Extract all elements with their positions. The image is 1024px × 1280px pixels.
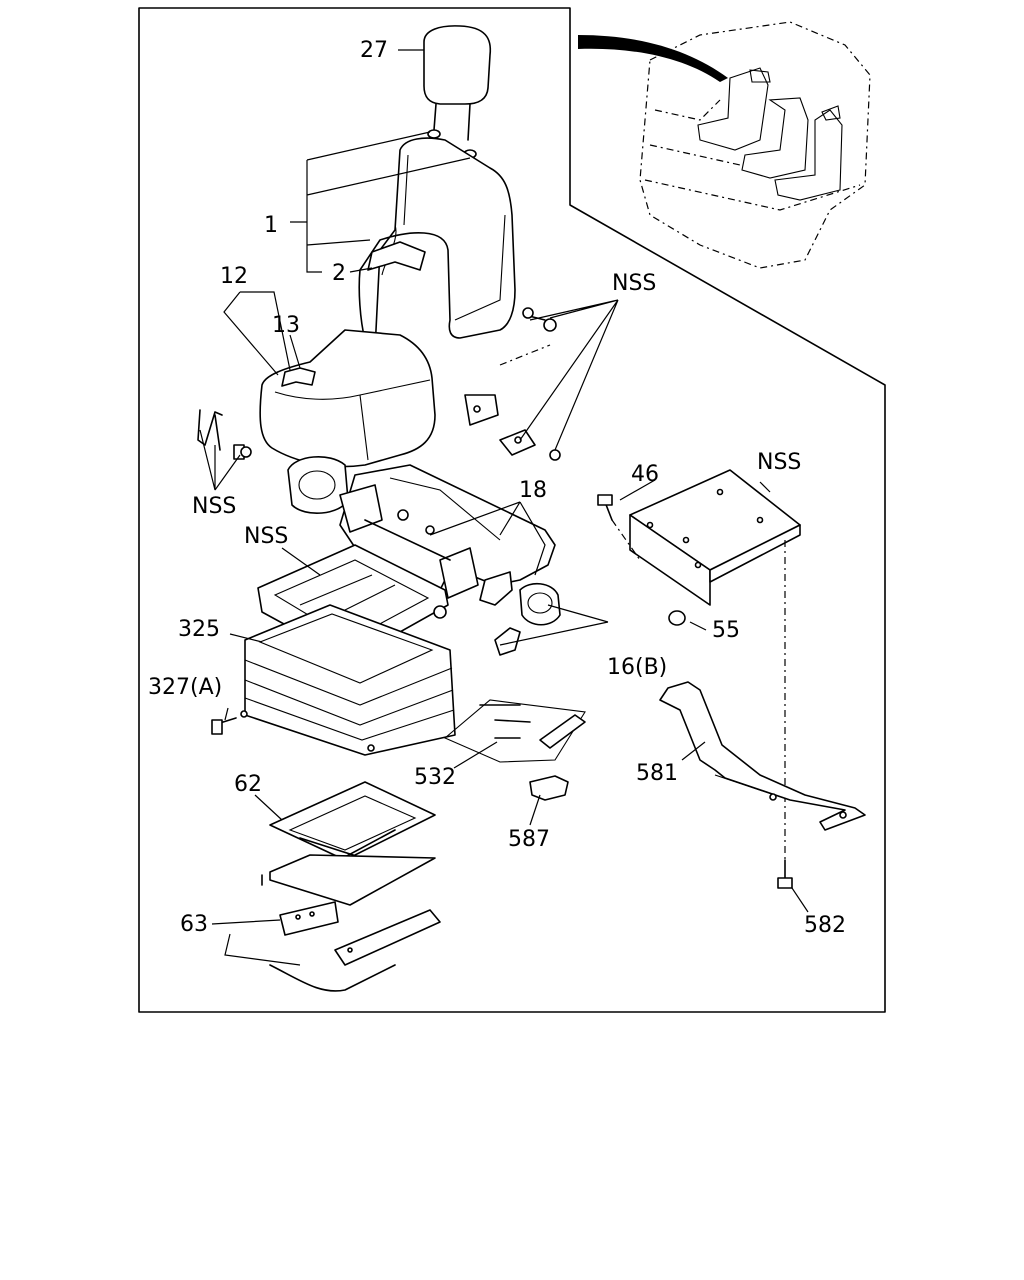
- callout-582: 582: [804, 913, 846, 938]
- callout-581: 581: [636, 761, 678, 786]
- callout-1: 1: [264, 213, 278, 238]
- support-bar: [659, 681, 866, 831]
- adjust-knob: [494, 582, 561, 656]
- callout-46: 46: [631, 462, 659, 487]
- callout-55: 55: [712, 618, 740, 643]
- callout-325: 325: [178, 617, 220, 642]
- suspension-bellows: [240, 604, 456, 756]
- callout-2: 2: [332, 261, 346, 286]
- mounting-bracket: [597, 469, 801, 860]
- scissor-lift: [261, 781, 436, 906]
- callout-18: 18: [519, 478, 547, 503]
- callout-nss-bracket: NSS: [757, 450, 801, 475]
- callouts: 27 1 2 12 13 NSS NSS NSS NSS 18 46 55 32…: [148, 38, 846, 938]
- leader-lines: [199, 49, 809, 966]
- switch-587: [529, 775, 569, 801]
- bolt-582: [777, 859, 793, 889]
- cab-locator-view: [639, 21, 871, 269]
- callout-13: 13: [272, 313, 300, 338]
- callout-nss-left: NSS: [192, 494, 236, 519]
- seatback-hinge-hardware: [464, 307, 561, 461]
- callout-327a: 327(A): [148, 675, 222, 700]
- slide-rails: [269, 901, 441, 992]
- seat-cushion: [259, 329, 436, 468]
- callout-532: 532: [414, 765, 456, 790]
- cover-plate: [287, 455, 349, 515]
- locator-arrow: [578, 35, 728, 82]
- bolt-327a: [211, 717, 237, 735]
- headrest: [423, 25, 492, 141]
- wire-harness: [443, 699, 586, 763]
- callout-587: 587: [508, 827, 550, 852]
- left-clip-hardware: [197, 409, 252, 460]
- callout-12: 12: [220, 264, 248, 289]
- callout-62: 62: [234, 772, 262, 797]
- callout-16b: 16(B): [607, 655, 667, 680]
- diagram-frame: [138, 7, 886, 1013]
- callout-27: 27: [360, 38, 388, 63]
- seat-back: [358, 137, 516, 351]
- callout-nss-seatback: NSS: [612, 271, 656, 296]
- callout-nss-base: NSS: [244, 524, 288, 549]
- callout-63: 63: [180, 912, 208, 937]
